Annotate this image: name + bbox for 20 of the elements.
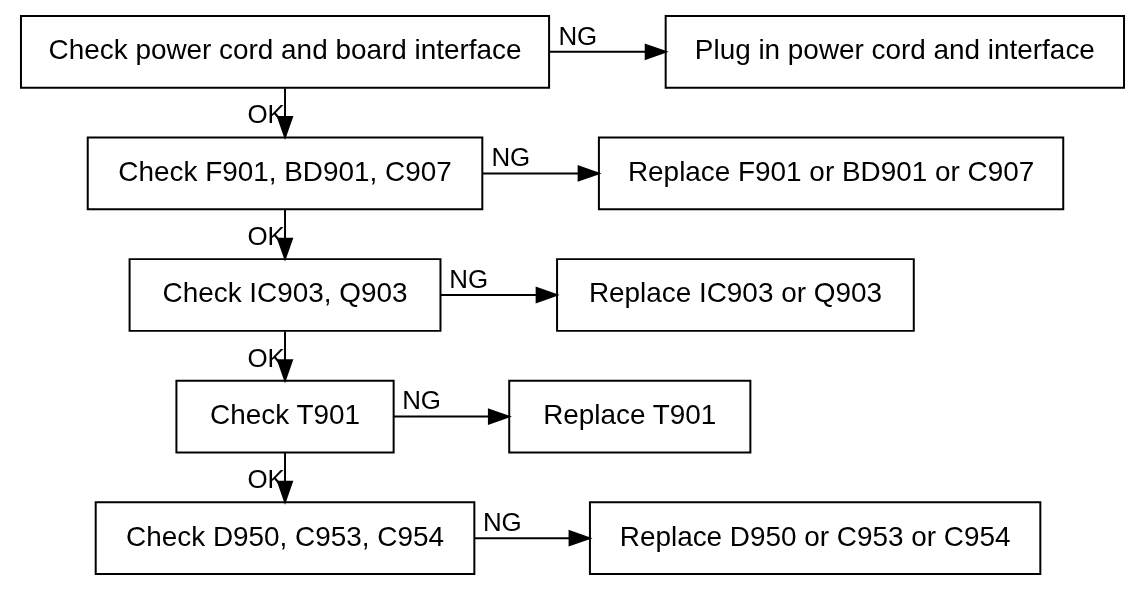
node-box: Replace T901 [508,379,752,454]
arrow [548,43,669,61]
node-box: Check D950, C953, C954 [94,501,476,575]
edge-label: NG [482,507,522,536]
node-box: Check power cord and board interface [19,15,551,89]
node-box: Check T901 [175,379,395,454]
node-box: Check F901, BD901, C907 [86,136,484,211]
arrow [481,165,602,182]
node-box: Plug in power cord and interface [664,15,1126,89]
node-box: Check IC903, Q903 [128,258,442,332]
arrow [473,529,593,547]
node-box: Replace IC903 or Q903 [556,258,915,332]
arrow [439,286,560,304]
edge-label: NG [449,264,489,293]
edge-label: NG [402,386,441,415]
node-box: Replace D950 or C953 or C954 [588,501,1042,575]
edge-label: NG [558,21,598,50]
arrow [393,408,512,425]
node-box: Replace F901 or BD901 or C907 [597,136,1065,211]
edge-label: NG [491,143,531,172]
